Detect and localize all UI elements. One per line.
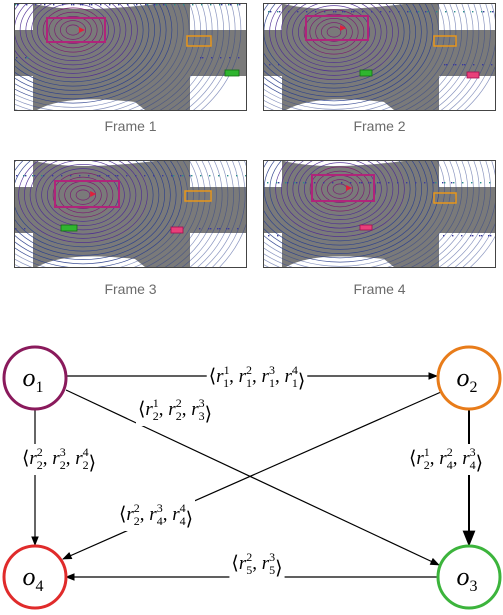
lidar-scene	[264, 4, 495, 110]
relation-term: r	[145, 399, 153, 420]
lidar-scene	[15, 4, 246, 110]
frame-1-label: Frame 1	[104, 118, 157, 134]
node-o3: o3	[436, 544, 502, 610]
lidar-scene	[15, 161, 246, 267]
relation-term: r	[191, 399, 199, 420]
edge-o2-o4	[62, 391, 442, 560]
node-label-o3: o3	[457, 562, 478, 595]
relation-term: r	[284, 366, 292, 387]
relation-term: r	[29, 448, 37, 469]
frame-3-label: Frame 3	[104, 281, 157, 297]
node-label-o4: o4	[23, 562, 44, 595]
node-label-o2: o2	[457, 363, 478, 396]
node-o1: o1	[2, 345, 68, 411]
relation-term: r	[126, 504, 134, 525]
relation-term: r	[75, 448, 83, 469]
relation-term: r	[239, 366, 247, 387]
relation-term: r	[416, 448, 424, 469]
frame-1-panel	[14, 3, 247, 111]
frame-2-panel	[263, 3, 496, 111]
node-o2: o2	[436, 345, 502, 411]
relation-term: r	[262, 553, 270, 574]
relation-term: r	[52, 448, 60, 469]
relation-term: r	[149, 504, 157, 525]
frame-4-label: Frame 4	[353, 281, 406, 297]
node-label-o1: o1	[23, 363, 44, 396]
relation-term: r	[239, 553, 247, 574]
node-o4: o4	[2, 544, 68, 610]
relation-term: r	[462, 448, 470, 469]
frame-4-panel	[263, 160, 496, 268]
lidar-scene	[264, 161, 495, 267]
relation-term: r	[172, 504, 180, 525]
relation-term: r	[216, 366, 224, 387]
frame-3-panel	[14, 160, 247, 268]
relation-term: r	[262, 366, 270, 387]
frame-2-label: Frame 2	[353, 118, 406, 134]
edge-o1-o3	[65, 389, 440, 566]
relation-term: r	[168, 399, 176, 420]
relation-term: r	[439, 448, 447, 469]
